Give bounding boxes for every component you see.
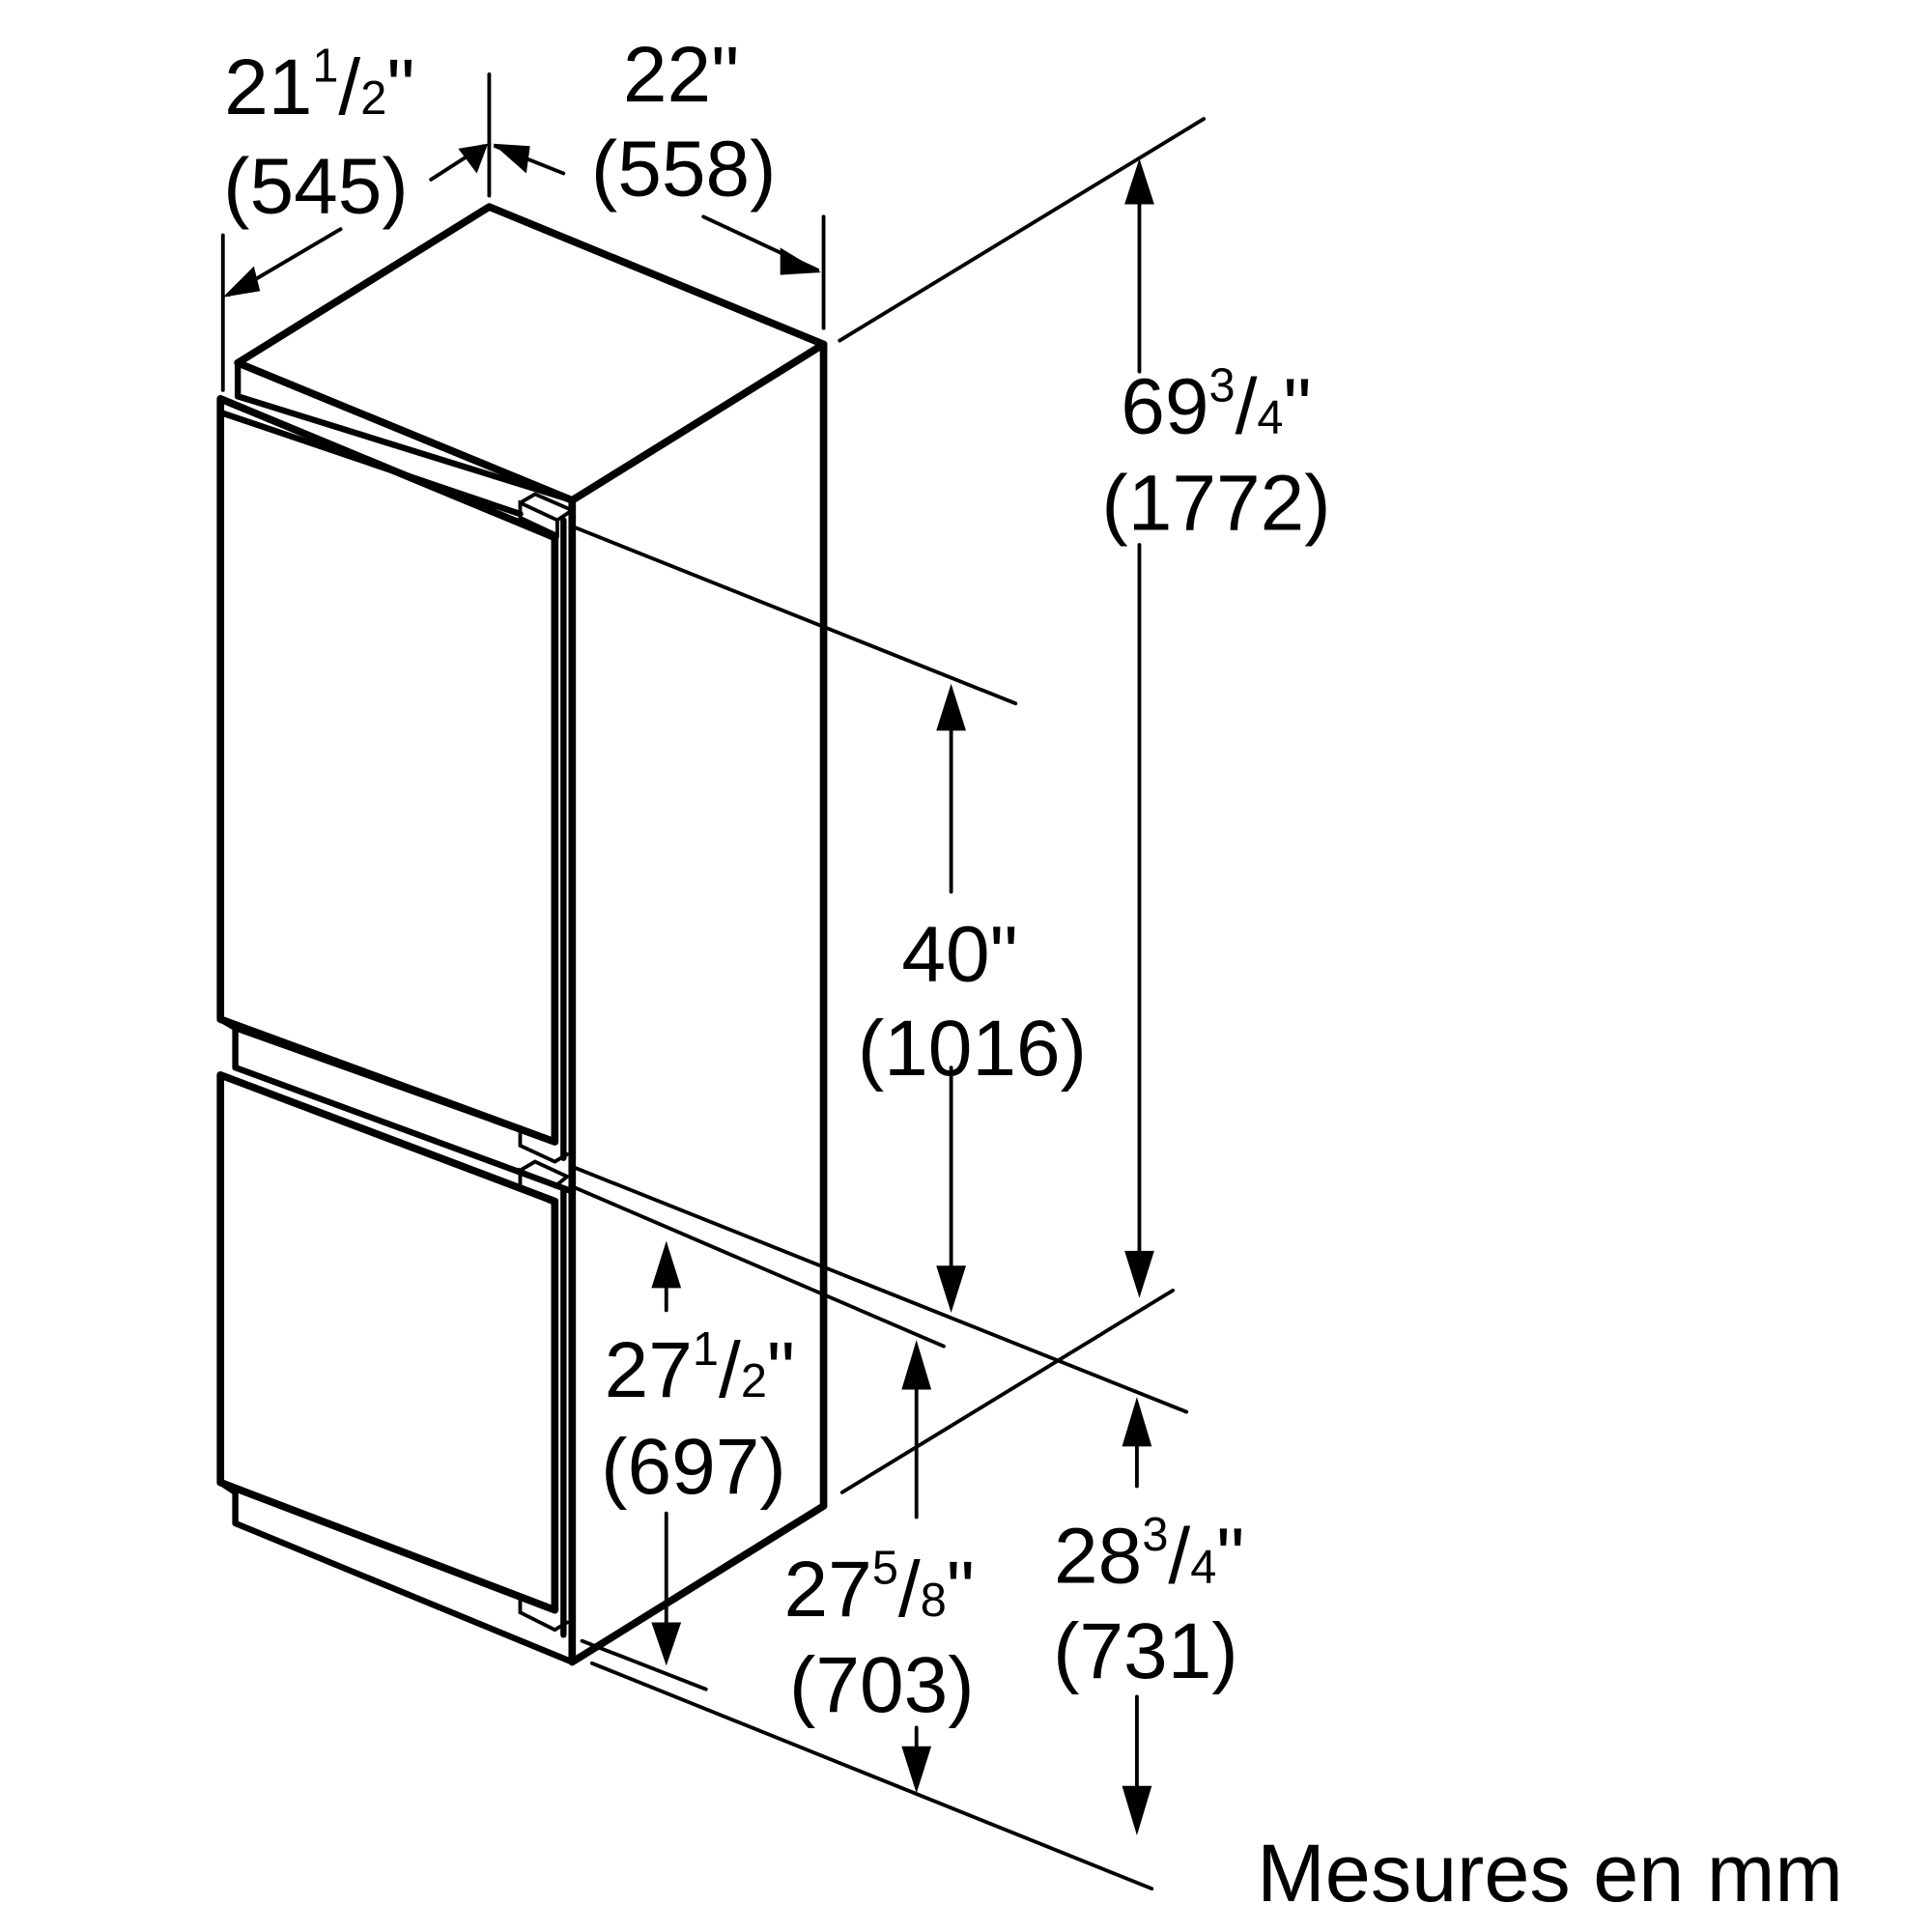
lower-height-inch-label: 271/2" (605, 1323, 795, 1414)
upper-door-bottom-edge (232, 1024, 558, 1146)
width-inch-label: 22" (623, 31, 739, 119)
depth-arrow-head-icon (222, 266, 261, 298)
upper-height-arrow-up-icon (936, 683, 966, 731)
upper-door-height-dimension: 40" (1016) (570, 524, 1087, 1313)
middle-hinge-upper-icon (518, 1124, 570, 1164)
total-height-inch-label: 693/4" (1121, 359, 1311, 450)
upper-door-bevel (217, 409, 524, 518)
total-height-dimension: 693/4" (1772) (838, 117, 1331, 1298)
divider-height-inch-label: 283/4" (1054, 1509, 1244, 1600)
lower-door-panel (216, 1070, 559, 1614)
upper-height-mm-label: (1016) (858, 1005, 1087, 1093)
width-mm-label: (558) (591, 126, 777, 213)
opening-inch-label: 275/8" (784, 1543, 975, 1634)
cabinet-side-face (568, 340, 828, 1666)
lower-opening-dimension: 275/8" (703) (589, 1340, 1154, 1891)
units-footnote: Mesures en mm (1257, 1827, 1843, 1918)
lower-height-arrow-up-icon (651, 1240, 682, 1289)
cabinet (234, 203, 828, 1666)
opening-arrow-down-icon (901, 1746, 932, 1794)
top-reference-line (838, 117, 1207, 343)
divider-height-arrow-up-icon (1122, 1397, 1152, 1447)
upper-door-top-edge (234, 393, 576, 504)
lower-door-top-edge (232, 1064, 576, 1195)
depth-inch-label: 211/2" (224, 41, 414, 131)
upper-door (216, 393, 577, 1164)
lower-height-mm-label: (697) (601, 1423, 786, 1511)
floor-front-reference-line (589, 1661, 1154, 1891)
width-arrow-head-2-icon (780, 247, 821, 275)
total-height-mm-label: (1772) (1101, 460, 1330, 548)
width-arrow-head-icon (493, 143, 530, 174)
lower-door-reference-line (570, 1184, 946, 1349)
back-floor-reference-line (839, 1288, 1176, 1494)
lower-door-height-dimension: 271/2" (697) (580, 1240, 795, 1691)
lower-door-top-bevel (217, 1071, 558, 1205)
divider-height-arrow-down-icon (1122, 1785, 1152, 1835)
middle-hinge-lower-icon (518, 1159, 571, 1207)
total-height-arrow-down-icon (1124, 1250, 1154, 1298)
upper-height-inch-label: 40" (901, 910, 1017, 998)
divider-height-mm-label: (731) (1053, 1607, 1238, 1695)
depth-arrow-head-2-icon (458, 143, 489, 174)
lower-hinge-icon (518, 1595, 570, 1633)
upper-height-arrow-down-icon (936, 1265, 966, 1313)
width-dimension: 22" (558) (493, 31, 826, 330)
divider-reference-line (570, 1164, 1189, 1414)
opening-mm-label: (703) (789, 1641, 975, 1729)
depth-dimension: 211/2" (545) (220, 41, 492, 392)
lower-height-arrow-down-icon (651, 1622, 682, 1666)
total-height-arrow-up-icon (1124, 158, 1154, 205)
upper-door-reference-line (570, 524, 1018, 706)
plinth (217, 1479, 576, 1665)
lower-door-bottom-reference (580, 1638, 708, 1691)
lower-door (216, 1064, 576, 1665)
opening-arrow-up-icon (901, 1340, 932, 1390)
floor-to-divider-dimension: 283/4" (731) (1053, 1397, 1244, 1835)
upper-hinge-icon (518, 492, 577, 538)
depth-mm-label: (545) (223, 143, 409, 231)
